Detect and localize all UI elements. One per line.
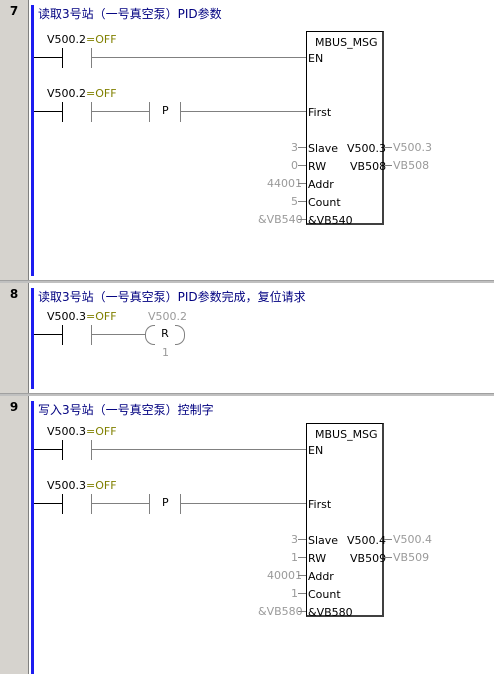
pin-en: EN [308, 52, 324, 65]
coil-count-label: 1 [162, 346, 169, 359]
input-value-slave[interactable]: 3 [291, 533, 298, 546]
network-gutter [0, 396, 28, 674]
reset-coil[interactable]: R [145, 325, 185, 345]
contact-address-label: V500.2=OFF [47, 87, 117, 100]
coil-type-label: R [161, 327, 169, 340]
network-comment[interactable]: 读取3号站（一号真空泵）PID参数完成，复位请求 [38, 290, 306, 304]
pin-count: Count [308, 588, 341, 601]
input-value-ptr[interactable]: &VB540 [258, 213, 303, 226]
network-number: 9 [9, 400, 19, 414]
block-title: MBUS_MSG [315, 428, 378, 441]
pin-count: Count [308, 196, 341, 209]
pin-slave: Slave [308, 534, 339, 547]
power-rail [31, 401, 34, 674]
output-value-error[interactable]: VB508 [393, 159, 430, 172]
network-8[interactable]: 8 读取3号站（一号真空泵）PID参数完成，复位请求 V500.3=OFF V5… [0, 283, 494, 393]
input-value-addr[interactable]: 40001 [267, 569, 302, 582]
pin-en: EN [308, 444, 324, 457]
input-value-slave[interactable]: 3 [291, 141, 298, 154]
output-value-done[interactable]: V500.3 [393, 141, 433, 154]
contact-address-label: V500.2=OFF [47, 33, 117, 46]
network-comment[interactable]: 写入3号站（一号真空泵）控制字 [38, 403, 214, 417]
input-value-addr[interactable]: 44001 [267, 177, 302, 190]
output-value-done[interactable]: V500.4 [393, 533, 433, 546]
pin-slave: Slave [308, 142, 339, 155]
network-gutter [0, 0, 28, 280]
network-comment[interactable]: 读取3号站（一号真空泵）PID参数 [38, 7, 222, 21]
power-rail [31, 5, 34, 276]
pin-first: First [308, 106, 332, 119]
network-separator [0, 280, 494, 283]
network-gutter [0, 283, 28, 393]
network-separator [0, 393, 494, 396]
pin-rw: RW [308, 552, 327, 565]
pin-addr: Addr [308, 178, 334, 191]
input-value-rw[interactable]: 1 [291, 551, 298, 564]
network-7[interactable]: 7 读取3号站（一号真空泵）PID参数 V500.2=OFF V500.2=OF… [0, 0, 494, 280]
pin-error: VB509 [350, 552, 387, 565]
pin-done: V500.4 [347, 534, 387, 547]
pin-error: VB508 [350, 160, 387, 173]
mbus-msg-block[interactable]: MBUS_MSG EN First Slave RW Addr Count &V… [306, 31, 387, 227]
pin-done: V500.3 [347, 142, 387, 155]
input-value-rw[interactable]: 0 [291, 159, 298, 172]
pin-rw: RW [308, 160, 327, 173]
contact-address-label: V500.3=OFF [47, 425, 117, 438]
network-9[interactable]: 9 写入3号站（一号真空泵）控制字 V500.3=OFF V500.3=OFF … [0, 396, 494, 674]
pin-addr: Addr [308, 570, 334, 583]
contact-address-label: V500.3=OFF [47, 479, 117, 492]
input-value-count[interactable]: 5 [291, 195, 298, 208]
input-value-ptr[interactable]: &VB580 [258, 605, 303, 618]
power-rail [31, 288, 34, 389]
block-title: MBUS_MSG [315, 36, 378, 49]
network-number: 7 [9, 4, 19, 18]
pin-ptr: &VB540 [308, 214, 353, 227]
mbus-msg-block[interactable]: MBUS_MSG EN First Slave RW Addr Count &V… [306, 423, 387, 619]
network-number: 8 [9, 287, 19, 301]
pin-ptr: &VB580 [308, 606, 353, 619]
output-value-error[interactable]: VB509 [393, 551, 430, 564]
input-value-count[interactable]: 1 [291, 587, 298, 600]
coil-address-label: V500.2 [148, 310, 188, 323]
pin-first: First [308, 498, 332, 511]
contact-address-label: V500.3=OFF [47, 310, 117, 323]
